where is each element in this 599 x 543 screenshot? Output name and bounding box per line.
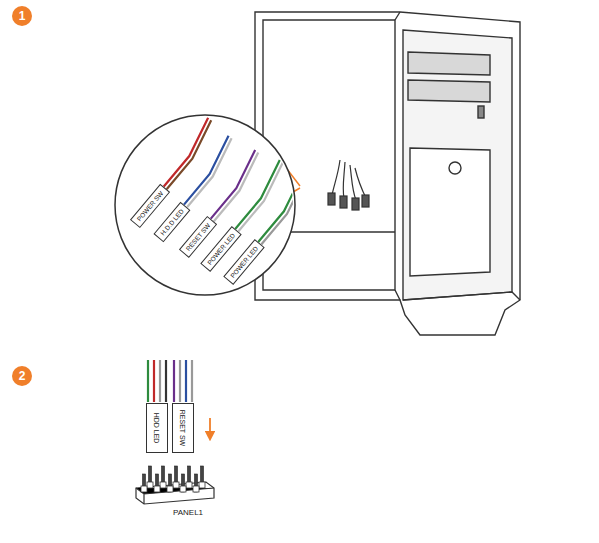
connector-housing: RESET SW [172,403,194,453]
case-cable-bundle [328,160,369,210]
magnified-wires [164,118,306,245]
wire [184,136,229,205]
pin-base [160,482,166,488]
pin-base [154,486,160,492]
pin-base [167,486,173,492]
pin-base [147,482,153,488]
magnifier-circle [115,115,295,295]
wire [164,118,209,187]
insert-arrow [209,418,211,436]
pin-base [193,486,199,492]
wire [187,138,232,207]
pin-header [136,466,214,504]
callout-number: 1 [12,6,32,26]
step2-wires [148,360,192,402]
header-name: PANEL1 [173,508,203,517]
connector-housing: HDD LED [146,403,168,453]
pin-base [141,486,147,492]
pin-base [199,482,205,488]
wire [211,150,256,219]
wire [258,173,303,242]
wire [235,160,280,229]
pin-base [180,486,186,492]
pin-base [186,482,192,488]
callout-number: 2 [12,366,32,386]
wire [261,176,306,245]
pin-base [173,482,179,488]
pc-case [255,12,520,335]
